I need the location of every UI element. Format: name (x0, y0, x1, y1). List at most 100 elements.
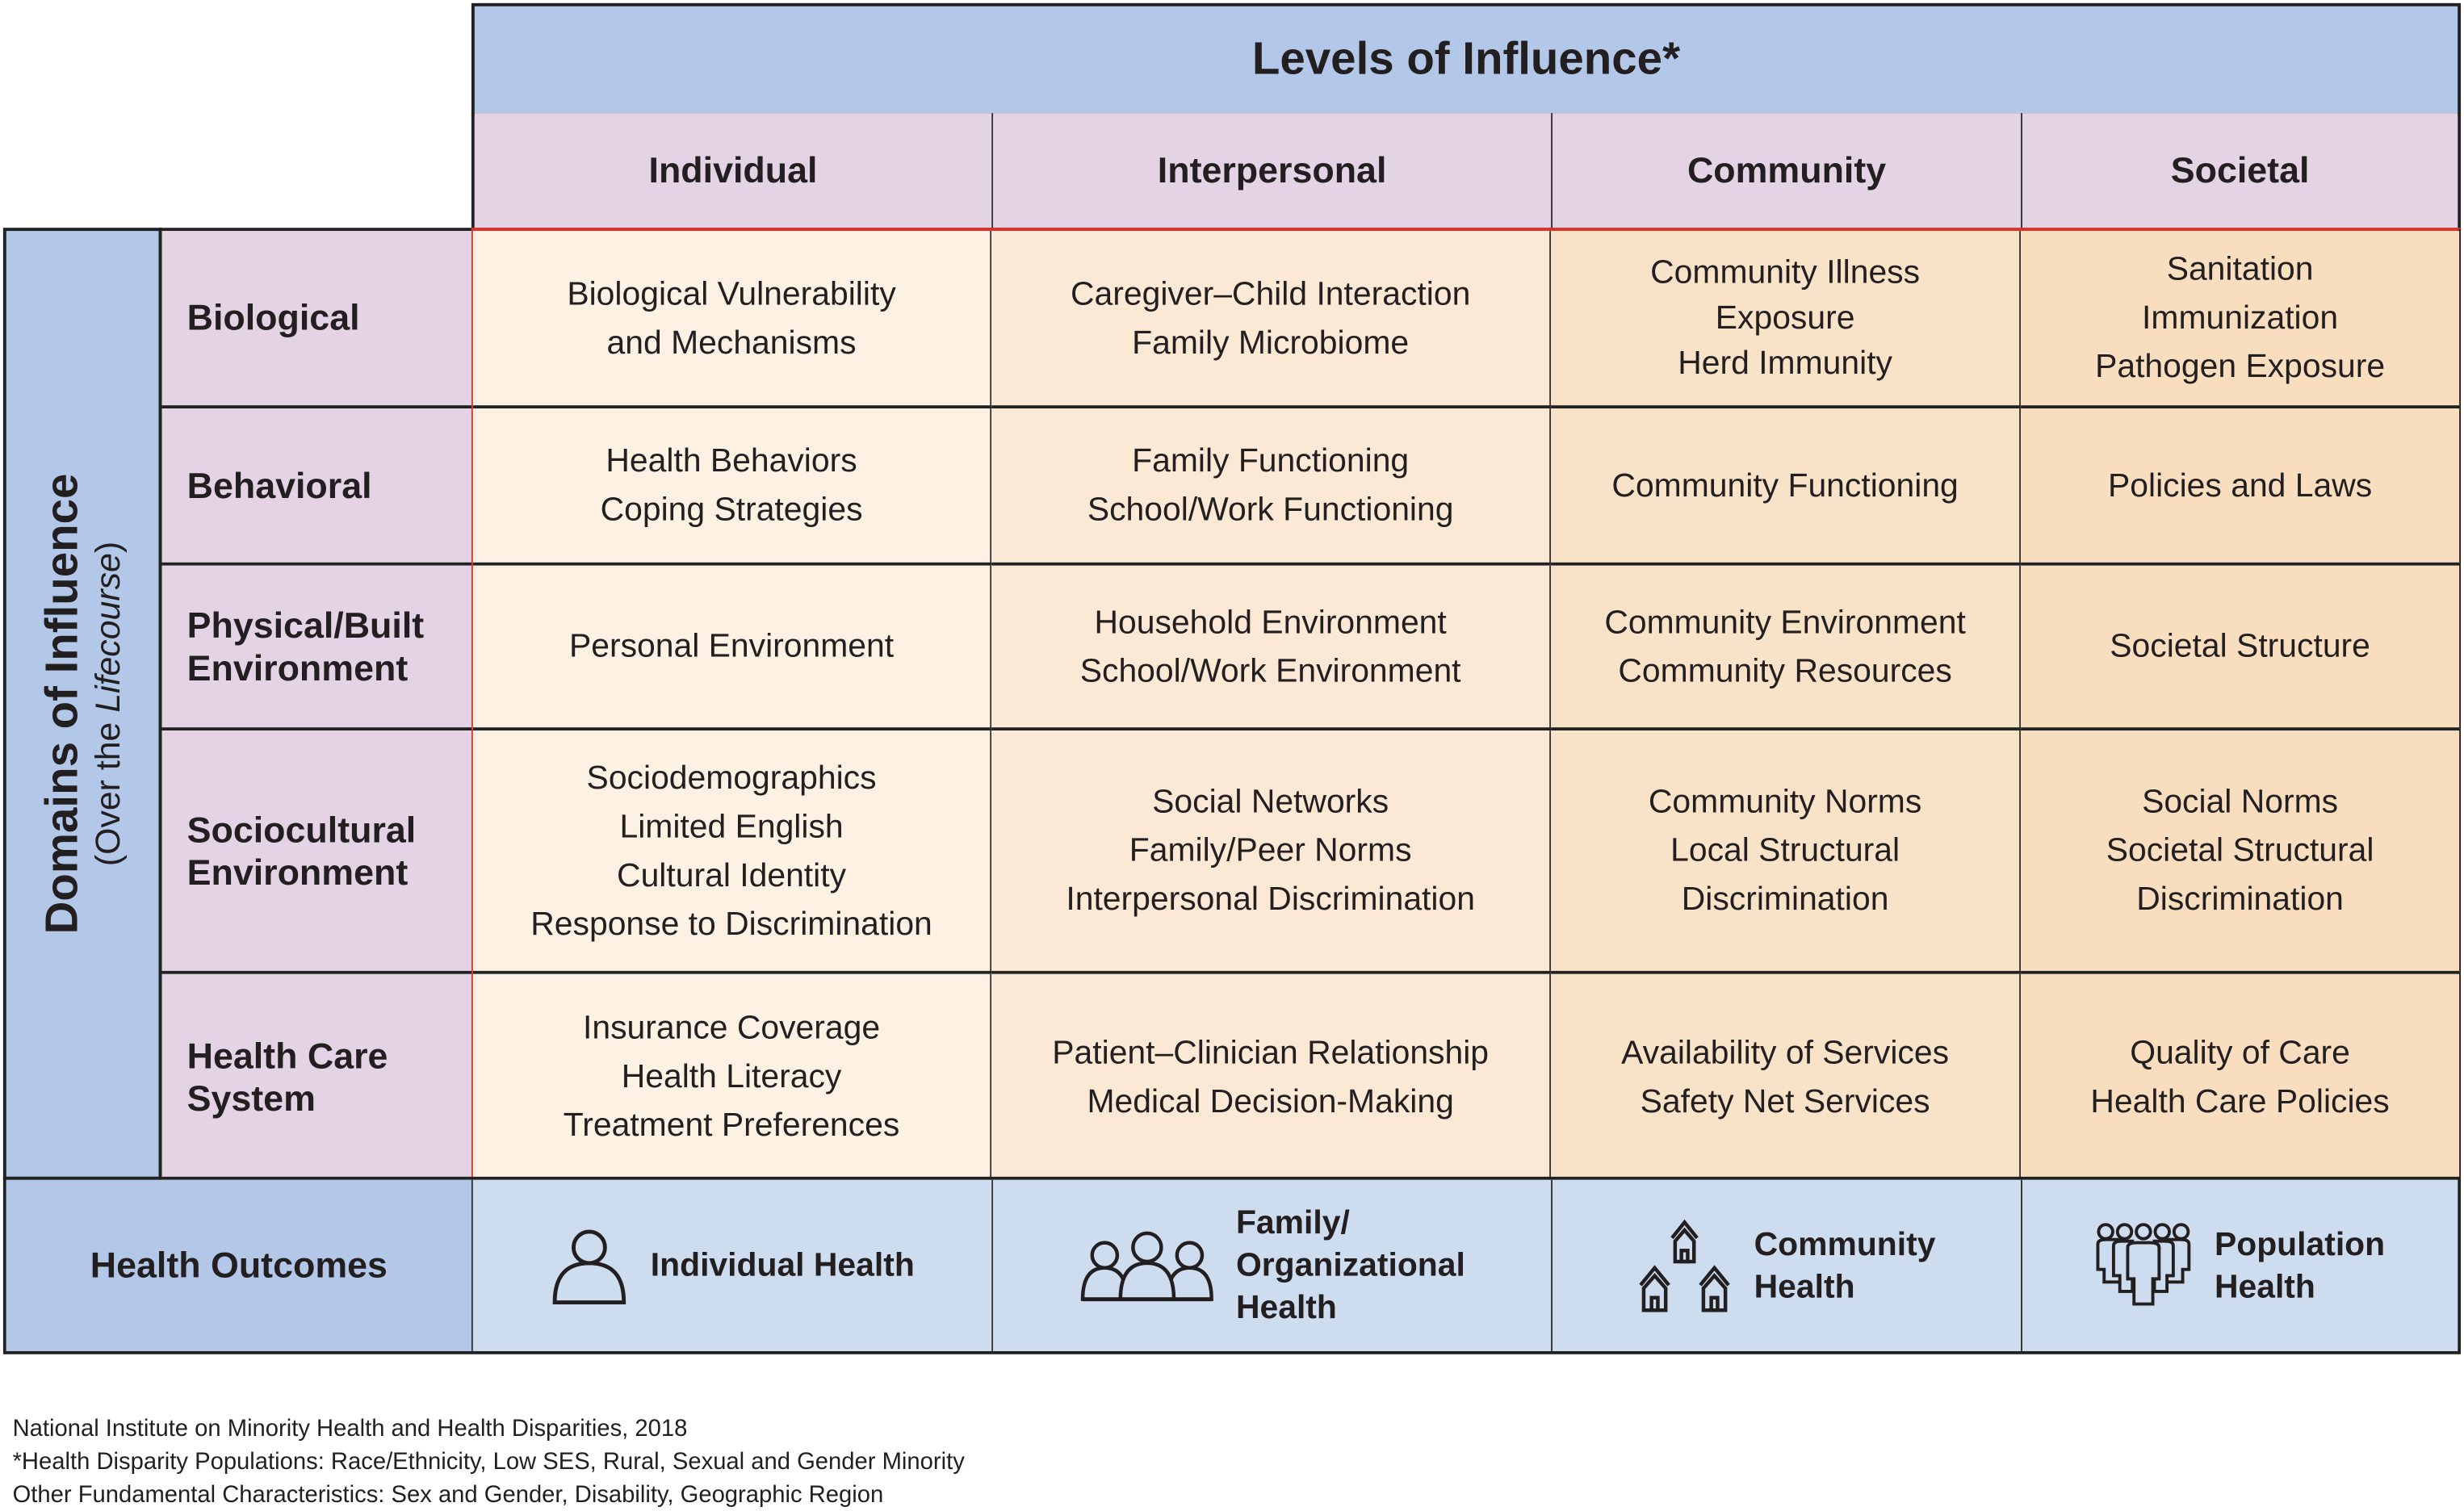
levels-of-influence-header: Levels of Influence* (471, 2, 2462, 117)
outcomes-label-text: Health Outcomes (90, 1244, 388, 1286)
cell-line: Pathogen Exposure (2095, 349, 2386, 385)
cell-line: Personal Environment (568, 628, 895, 665)
domain-label: Environment (186, 850, 409, 892)
domain-label: Physical/Built (186, 604, 425, 645)
domain-label: Environment (186, 646, 409, 688)
cell-line: School/Work Functioning (1087, 492, 1454, 528)
cell-line: Safety Net Services (1640, 1083, 1930, 1120)
domain-label: System (186, 1077, 316, 1118)
cell-line: Immunization (2142, 299, 2339, 337)
cell-line: Availability of Services (1621, 1034, 1950, 1071)
cell-line: Exposure (1715, 299, 1855, 337)
cell-physical-individual: Personal Environment (472, 565, 992, 731)
cell-line: Local Structural (1670, 832, 1900, 869)
cell-behavioral-community: Community Functioning (1551, 408, 2022, 566)
cell-line: Health Care Policies (2090, 1083, 2390, 1120)
outcome-individual-health: Individual Health (472, 1179, 994, 1351)
cell-line: Health Literacy (621, 1058, 842, 1095)
cell-line: Health Behaviors (606, 442, 857, 479)
cell-line: Community Illness (1650, 254, 1921, 291)
cell-line: and Mechanisms (606, 324, 857, 361)
domain-behavioral: Behavioral (161, 408, 473, 566)
cell-physical-societal: Societal Structure (2021, 565, 2460, 731)
cell-line: Sociodemographics (586, 760, 877, 796)
domain-label: Behavioral (186, 464, 372, 505)
domains-subtitle: (Over the Lifecourse) (87, 474, 128, 935)
footnotes: National Institute on Minority Health an… (13, 1413, 1584, 1511)
level-label: Interpersonal (1157, 149, 1387, 190)
outcome-label-line: Health (2214, 1268, 2315, 1305)
domains-title: Domains of Influence (36, 473, 88, 935)
cell-line: Community Functioning (1611, 467, 1959, 504)
cell-line: Community Resources (1618, 652, 1952, 689)
outcome-label-line: Organizational (1235, 1247, 1465, 1284)
cell-line: Medical Decision-Making (1087, 1083, 1454, 1120)
cell-line: Limited English (619, 808, 844, 845)
domain-label: Biological (186, 296, 360, 338)
cell-line: Family/Peer Norms (1129, 832, 1412, 869)
group-icon (1079, 1229, 1213, 1302)
level-header-interpersonal: Interpersonal (993, 113, 1553, 232)
cell-line: Insurance Coverage (582, 1010, 881, 1047)
outcome-label-line: Population (2214, 1226, 2386, 1262)
footnote-fundamental-characteristics: Other Fundamental Characteristics: Sex a… (12, 1481, 884, 1509)
cell-line: Family Functioning (1132, 442, 1410, 479)
cell-line: Community Norms (1648, 784, 1922, 821)
cell-line: Policies and Laws (2108, 467, 2373, 504)
cell-biological-individual: Biological Vulnerability and Mechanisms (472, 231, 992, 409)
cell-line: Caregiver–Child Interaction (1071, 275, 1471, 312)
level-header-individual: Individual (474, 113, 994, 232)
domain-biological: Biological (161, 231, 473, 409)
domain-label: Sociocultural (186, 808, 417, 850)
level-header-community: Community (1553, 113, 2023, 232)
level-label: Community (1687, 149, 1887, 190)
level-label: Individual (648, 149, 818, 190)
footnote-disparity-populations: *Health Disparity Populations: Race/Ethn… (12, 1448, 965, 1475)
cell-line: Treatment Preferences (563, 1107, 900, 1144)
cell-line: Social Networks (1152, 784, 1389, 821)
level-headers: Individual Interpersonal Community Socie… (471, 113, 2462, 232)
cell-line: Quality of Care (2130, 1034, 2350, 1071)
cell-line: Cultural Identity (617, 856, 847, 894)
cell-behavioral-societal: Policies and Laws (2021, 408, 2460, 566)
houses-icon (1638, 1218, 1733, 1312)
domain-label: Health Care (186, 1034, 388, 1076)
cell-line: Societal Structural (2106, 832, 2374, 869)
outcome-label-line: Family/ (1235, 1204, 1350, 1241)
level-header-societal: Societal (2022, 113, 2458, 232)
crowd-icon (2095, 1221, 2193, 1309)
outcome-label: Individual Health (650, 1247, 915, 1284)
outcome-label-line: Health (1235, 1289, 1337, 1326)
cell-line: Social Norms (2142, 784, 2339, 821)
person-icon (550, 1224, 628, 1306)
cell-line: Societal Structure (2110, 628, 2370, 665)
domains-of-influence-label: Domains of Influence (Over the Lifecours… (2, 228, 162, 1180)
outcome-label-line: Health (1754, 1268, 1855, 1305)
subtitle-italic: Lifecourse (87, 553, 127, 713)
cell-line: Interpersonal Discrimination (1066, 881, 1475, 918)
cell-line: Household Environment (1094, 604, 1447, 641)
cell-line: Sanitation (2166, 251, 2314, 288)
cell-line: Biological Vulnerability (567, 275, 896, 312)
cell-line: Discrimination (2136, 881, 2344, 918)
